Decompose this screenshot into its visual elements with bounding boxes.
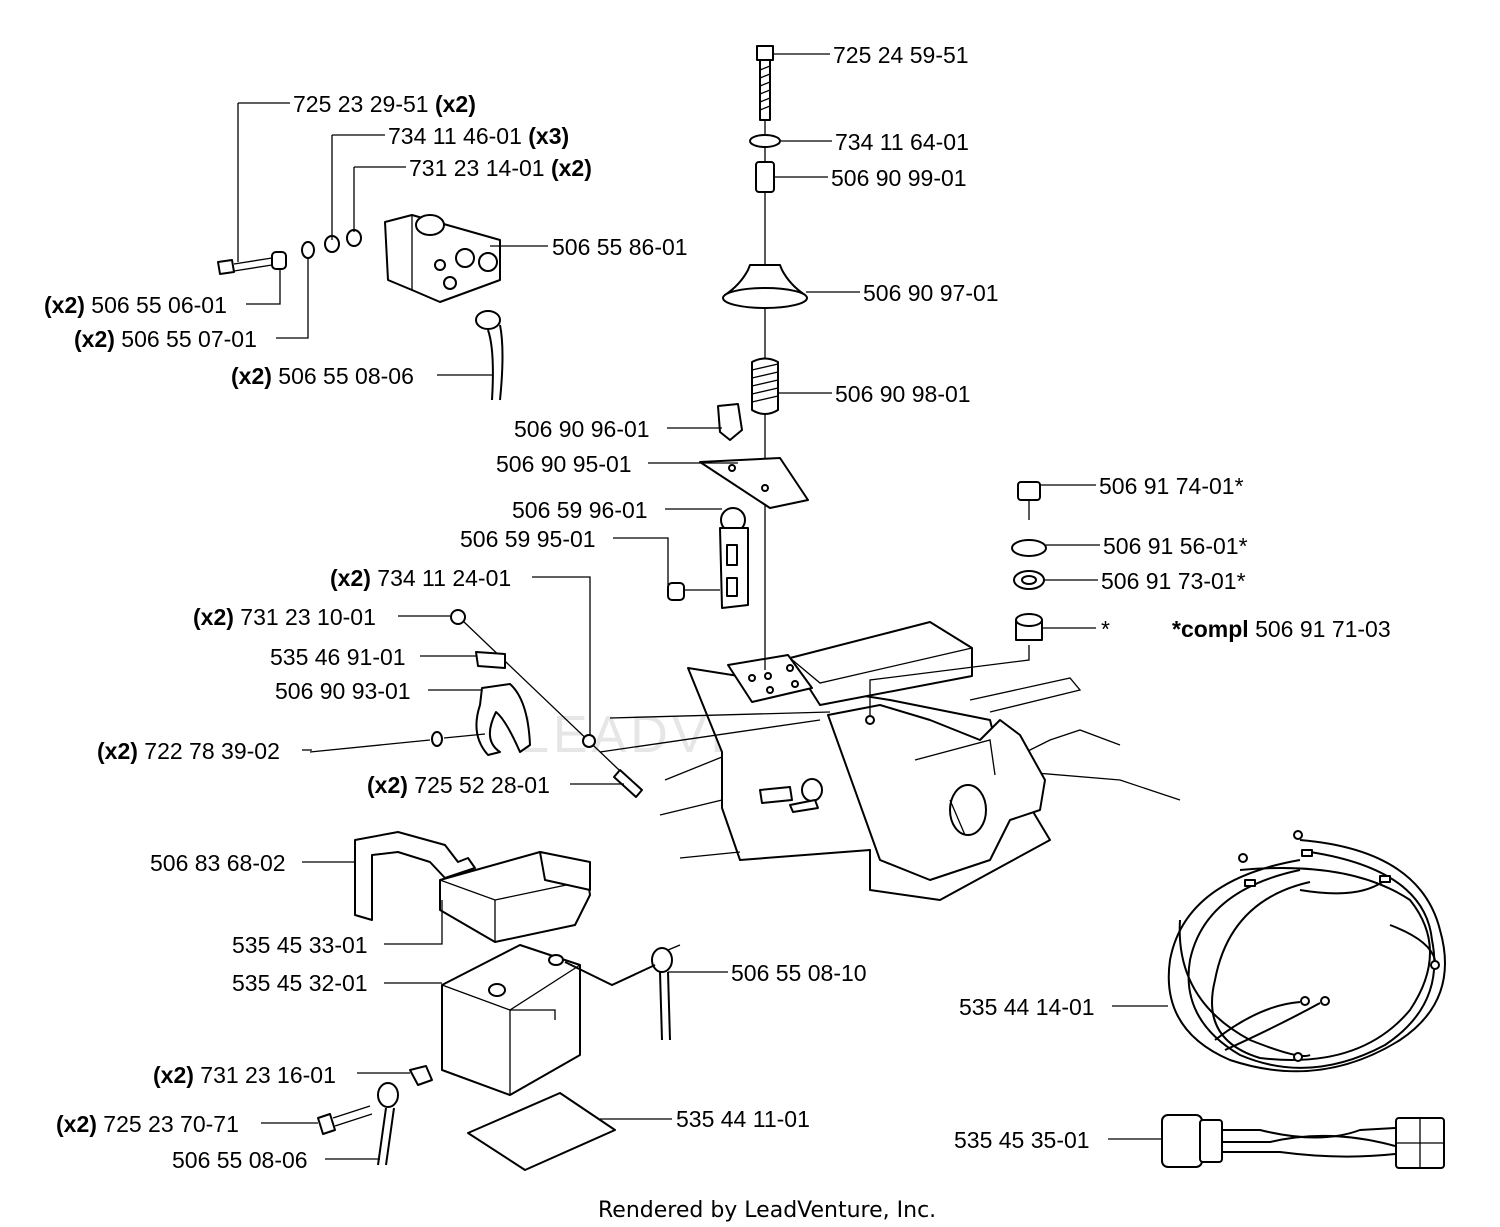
callout-734-11-64-01: 734 11 64-01 xyxy=(835,129,969,155)
callout-506-55-06-01: (x2) 506 55 06-01 xyxy=(44,292,227,318)
callout-734-11-46-01: 734 11 46-01 (x3) xyxy=(388,123,569,149)
callout-722-78-39-02: (x2) 722 78 39-02 xyxy=(97,738,280,764)
callout-506-55-07-01: (x2) 506 55 07-01 xyxy=(74,326,257,352)
callout-506-55-08-06: (x2) 506 55 08-06 xyxy=(231,363,414,389)
callout-506-91-56-01: 506 91 56-01* xyxy=(1103,533,1248,559)
callout-star: * xyxy=(1101,616,1110,642)
callout-506-55-08-10: 506 55 08-10 xyxy=(731,960,867,986)
callout-535-45-35-01: 535 45 35-01 xyxy=(954,1127,1090,1153)
callout-535-45-33-01: 535 45 33-01 xyxy=(232,932,368,958)
callout-506-59-96-01: 506 59 96-01 xyxy=(512,497,648,523)
callout-506-90-98-01: 506 90 98-01 xyxy=(835,381,971,407)
callout-506-83-68-02: 506 83 68-02 xyxy=(150,850,286,876)
callout-compl-506-91-71-03: *compl 506 91 71-03 xyxy=(1172,616,1391,642)
callout-506-91-73-01: 506 91 73-01* xyxy=(1101,568,1246,594)
callout-725-23-70-71: (x2) 725 23 70-71 xyxy=(56,1111,239,1137)
callout-506-90-97-01: 506 90 97-01 xyxy=(863,280,999,306)
wire-harness-drawing xyxy=(1161,830,1446,1169)
callout-535-44-11-01: 535 44 11-01 xyxy=(676,1106,810,1132)
frame-drawing xyxy=(599,621,1181,901)
solenoid-drawing xyxy=(217,214,504,401)
callout-535-45-32-01: 535 45 32-01 xyxy=(232,970,368,996)
callout-731-23-10-01: (x2) 731 23 10-01 xyxy=(193,604,376,630)
part-labels: 725 24 59-51 734 11 64-01 506 90 99-01 5… xyxy=(44,42,1391,1173)
callout-725-24-59-51: 725 24 59-51 xyxy=(833,42,969,68)
callout-506-90-99-01: 506 90 99-01 xyxy=(831,165,967,191)
callout-535-46-91-01: 535 46 91-01 xyxy=(270,644,406,670)
callout-731-23-14-01: 731 23 14-01 (x2) xyxy=(409,155,592,181)
callout-535-44-14-01: 535 44 14-01 xyxy=(959,994,1095,1020)
callout-506-90-93-01: 506 90 93-01 xyxy=(275,678,411,704)
safety-switch-drawing xyxy=(309,609,643,798)
callout-506-90-95-01: 506 90 95-01 xyxy=(496,451,632,477)
callout-506-55-08-06-b: 506 55 08-06 xyxy=(172,1147,308,1173)
leader-lines xyxy=(237,53,1168,1160)
center-stack-drawing xyxy=(667,45,809,670)
callout-731-23-16-01: (x2) 731 23 16-01 xyxy=(153,1062,336,1088)
footer-credit: Rendered by LeadVenture, Inc. xyxy=(598,1198,936,1223)
callout-506-90-96-01: 506 90 96-01 xyxy=(514,416,650,442)
callout-506-91-74-01: 506 91 74-01* xyxy=(1099,473,1244,499)
callout-734-11-24-01: (x2) 734 11 24-01 xyxy=(330,565,511,591)
callout-725-52-28-01: (x2) 725 52 28-01 xyxy=(367,772,550,798)
callout-506-59-95-01: 506 59 95-01 xyxy=(460,526,596,552)
ignition-drawing xyxy=(869,481,1047,715)
callout-725-23-29-51: 725 23 29-51 (x2) xyxy=(293,91,476,117)
callout-506-55-86-01: 506 55 86-01 xyxy=(552,234,688,260)
battery-drawing xyxy=(317,831,681,1171)
